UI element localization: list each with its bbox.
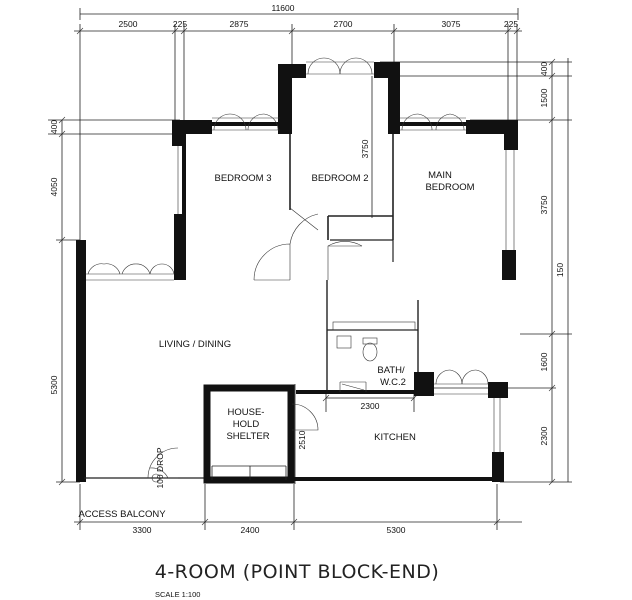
plan-scale: SCALE 1:100 bbox=[155, 590, 200, 599]
label-access-balcony: ACCESS BALCONY bbox=[78, 509, 166, 520]
label-bedroom-2: BEDROOM 2 bbox=[311, 173, 368, 184]
dim-left-3: 5300 bbox=[49, 375, 59, 394]
dim-bottom-2: 2400 bbox=[241, 525, 260, 535]
plan-title: 4-ROOM (POINT BLOCK-END) bbox=[155, 561, 440, 583]
dim-inner-bath: 2300 bbox=[361, 401, 380, 411]
dim-top-1: 2500 bbox=[119, 19, 138, 29]
dim-inner-bed2: 3750 bbox=[360, 139, 370, 158]
dim-right-4: 150 bbox=[555, 263, 565, 277]
dim-left-1: 400 bbox=[49, 120, 59, 134]
dim-overall-top: 11600 bbox=[271, 3, 294, 13]
doors bbox=[147, 207, 367, 479]
dim-left-2: 4050 bbox=[49, 177, 59, 196]
dim-top-3: 2875 bbox=[230, 19, 249, 29]
dimension-labels: 11600 2500 225 2875 2700 3075 225 400 40… bbox=[49, 3, 565, 535]
dim-top-4: 2700 bbox=[334, 19, 353, 29]
label-bath-1: BATH/ bbox=[377, 365, 405, 376]
dim-bottom-3: 5300 bbox=[387, 525, 406, 535]
floor-trap-icon bbox=[151, 473, 161, 483]
dim-right-1: 400 bbox=[539, 62, 549, 76]
dim-right-2: 1500 bbox=[539, 88, 549, 107]
dim-top-6: 225 bbox=[504, 19, 518, 29]
label-bedroom-3: BEDROOM 3 bbox=[214, 173, 271, 184]
dim-right-5: 1600 bbox=[539, 352, 549, 371]
toilet-icon bbox=[362, 342, 378, 362]
label-living-dining: LIVING / DINING bbox=[159, 339, 231, 350]
dim-top-5: 3075 bbox=[442, 19, 461, 29]
dimension-lines bbox=[48, 8, 572, 530]
label-main-bedroom-2: BEDROOM bbox=[425, 182, 474, 193]
windows bbox=[86, 57, 515, 452]
label-bath-2: W.C.2 bbox=[380, 377, 406, 388]
dim-right-3: 3750 bbox=[539, 195, 549, 214]
dim-inner-shelter: 2510 bbox=[297, 430, 307, 449]
label-shelter-3: SHELTER bbox=[226, 431, 269, 442]
fixtures bbox=[151, 321, 416, 483]
label-drop: 100 DROP bbox=[155, 447, 165, 488]
dim-right-6: 2300 bbox=[539, 426, 549, 445]
dim-top-2: 225 bbox=[173, 19, 187, 29]
walls bbox=[76, 62, 518, 484]
room-labels: BEDROOM 3 BEDROOM 2 MAIN BEDROOM LIVING … bbox=[78, 170, 474, 520]
label-shelter-2: HOLD bbox=[233, 419, 260, 430]
label-shelter-1: HOUSE- bbox=[228, 407, 265, 418]
dim-bottom-1: 3300 bbox=[133, 525, 152, 535]
label-kitchen: KITCHEN bbox=[374, 432, 416, 443]
label-main-bedroom-1: MAIN bbox=[428, 170, 452, 181]
